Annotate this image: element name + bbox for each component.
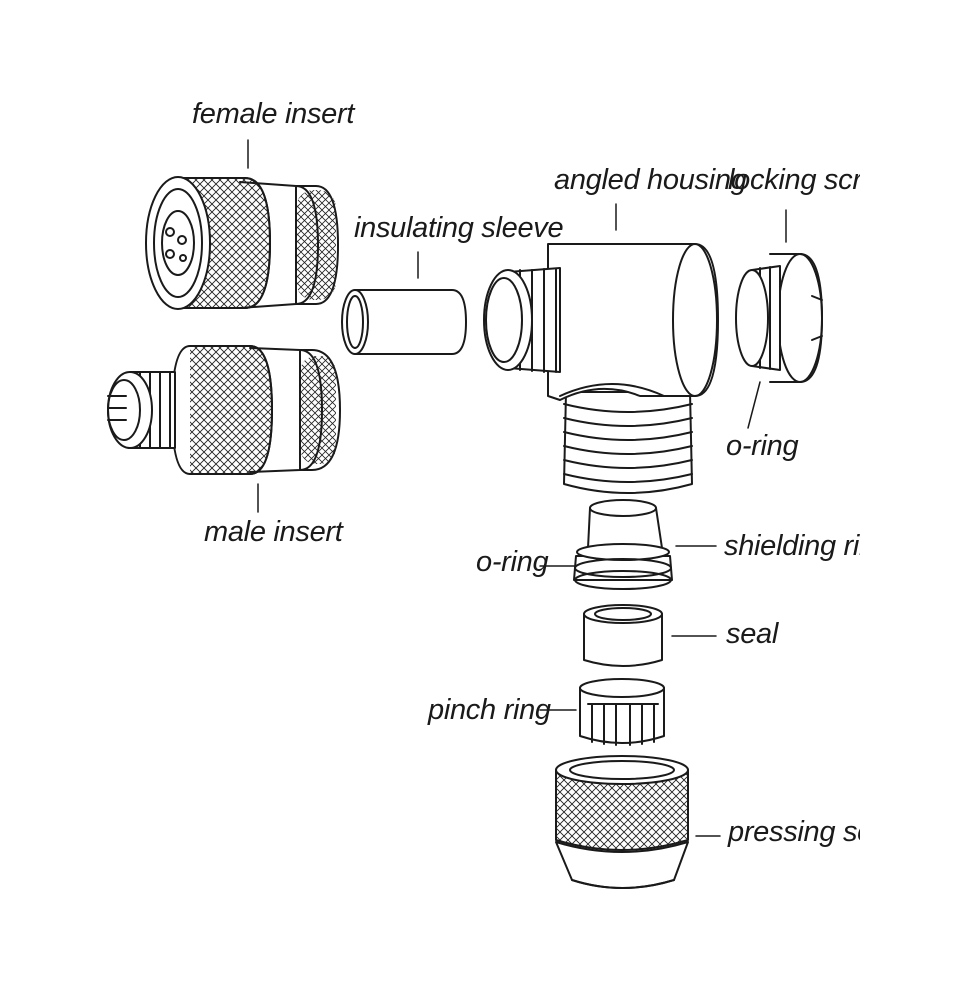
label-male-insert: male insert [204, 516, 343, 548]
label-pressing-screw: pressing screw [728, 816, 860, 848]
seal-part [583, 604, 663, 667]
label-insulating-sleeve: insulating sleeve [354, 212, 564, 244]
label-pinch-ring: pinch ring [428, 694, 551, 726]
angled-housing-part [483, 243, 719, 494]
leader-o-ring-top [747, 381, 761, 429]
pressing-screw-part [555, 755, 689, 889]
pinch-ring-part [579, 678, 665, 746]
locking-screw-part [735, 253, 823, 383]
label-shielding-ring: shielding ring [724, 530, 860, 562]
label-female-insert: female insert [192, 98, 355, 130]
label-layer: female insert insulating sleeve locking … [192, 98, 860, 848]
insulating-sleeve-part [341, 289, 467, 355]
label-o-ring-top: o-ring [726, 430, 799, 462]
shielding-ring-part [573, 499, 673, 590]
label-locking-screw: locking screw [728, 166, 860, 195]
leader-lines [247, 139, 787, 837]
male-insert-part [107, 345, 341, 475]
female-insert-part [145, 176, 339, 310]
label-seal: seal [726, 618, 778, 650]
label-o-ring-mid: o-ring [476, 546, 549, 578]
label-angled-housing: angled housing [554, 164, 747, 196]
